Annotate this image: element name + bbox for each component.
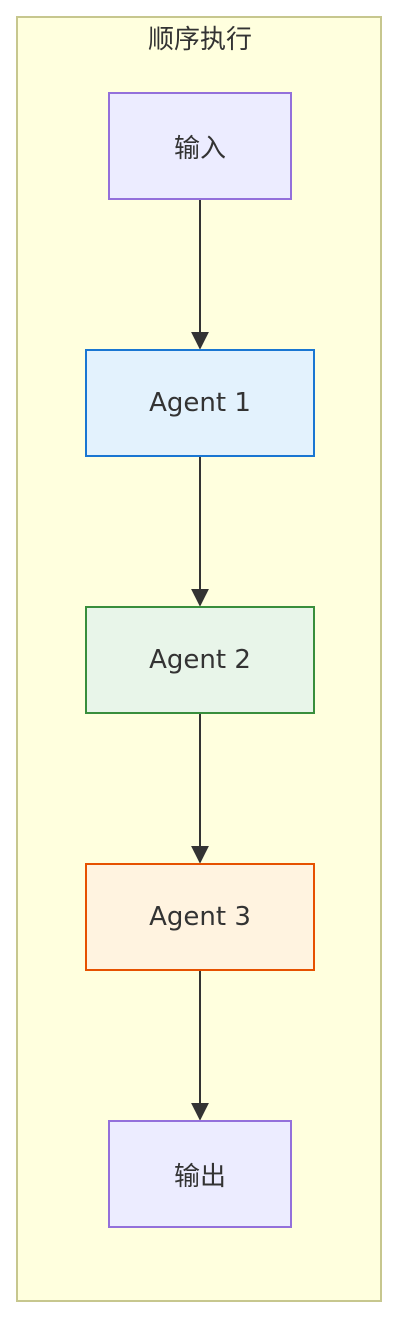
agent-2-node: Agent 2 (85, 606, 315, 714)
output-node-label: 输出 (173, 1161, 226, 1192)
agent-1-node: Agent 1 (85, 349, 315, 457)
output-node: 输出 (108, 1120, 292, 1228)
group-title: 顺序执行 (147, 25, 252, 55)
agent-3-node: Agent 3 (85, 863, 315, 971)
agent-3-node-label: Agent 3 (149, 902, 251, 932)
agent-1-node-label: Agent 1 (149, 388, 251, 418)
agent-2-node-label: Agent 2 (149, 645, 251, 675)
input-node: 输入 (108, 92, 292, 200)
input-node-label: 输入 (173, 133, 226, 164)
